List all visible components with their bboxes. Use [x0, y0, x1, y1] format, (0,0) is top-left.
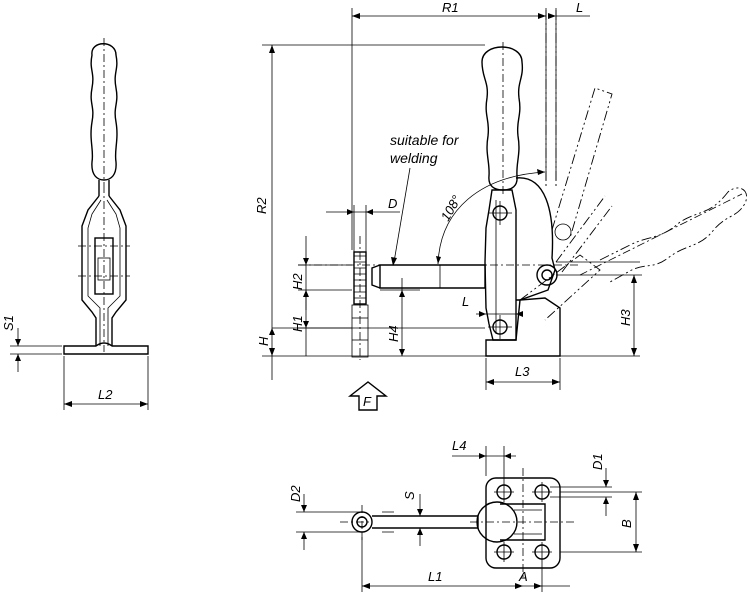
d2-label: D2: [288, 485, 303, 502]
l2-label: L2: [98, 387, 113, 402]
h-label: H: [256, 336, 271, 346]
f-label: F: [363, 394, 372, 409]
d1-label: D1: [590, 453, 605, 470]
front-base: [63, 342, 149, 355]
front-view: S1 L2: [1, 38, 149, 410]
clamp-bar: [379, 264, 486, 289]
h4-label: H4: [386, 325, 401, 342]
r2-label: R2: [254, 197, 269, 214]
d-label: D: [388, 196, 397, 211]
side-arm: [484, 189, 517, 341]
r1-label: R1: [442, 0, 459, 15]
l4-label: L4: [452, 438, 466, 453]
l1-label: L1: [428, 569, 442, 584]
l-mid-label: L: [462, 294, 469, 309]
front-handle-grip: [90, 43, 118, 181]
b-label: B: [619, 519, 634, 528]
h2-label: H2: [290, 273, 305, 290]
top-view: L4 D1 B D2 S L1: [288, 438, 642, 592]
h3-label: H3: [618, 309, 633, 326]
note-line2: welding: [390, 150, 438, 166]
top-clamp-arm: [372, 515, 479, 529]
side-view: R1 L R2 D 108° suitable for welding: [254, 0, 748, 411]
l-top-label: L: [576, 0, 583, 15]
s-label: S: [402, 491, 417, 500]
s1-label: S1: [1, 315, 16, 331]
angle-label: 108°: [438, 193, 464, 224]
side-handle-grip: [481, 46, 524, 191]
h1-label: H1: [290, 315, 305, 332]
force-arrow-icon: [347, 381, 389, 411]
note-line1: suitable for: [390, 132, 460, 148]
a-label: A: [518, 569, 528, 584]
l3-label: L3: [515, 364, 530, 379]
